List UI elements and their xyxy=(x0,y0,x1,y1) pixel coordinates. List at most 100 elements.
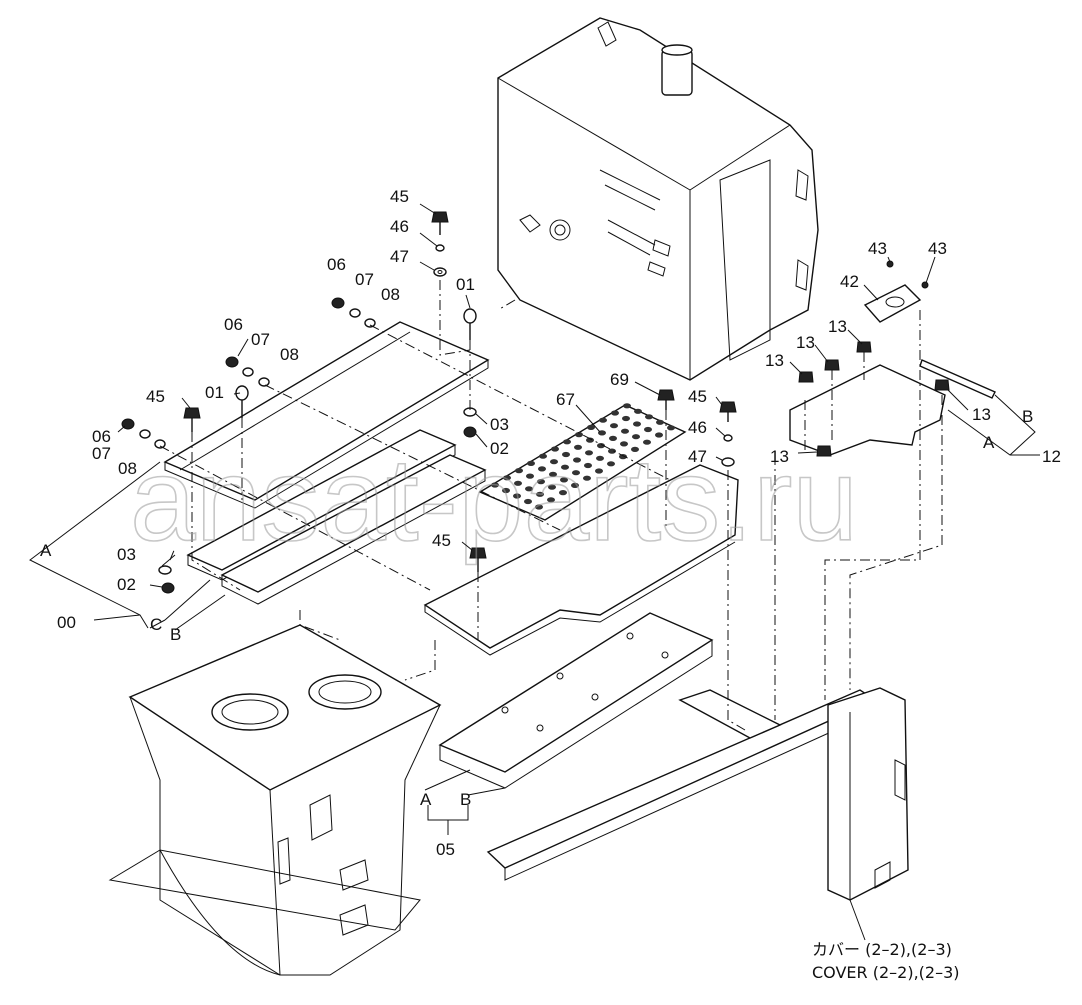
mat-perforation xyxy=(560,477,568,483)
mat-perforation xyxy=(527,460,535,466)
mat-perforation xyxy=(611,410,619,416)
callout-08: 08 xyxy=(381,285,400,304)
mat-perforation xyxy=(667,425,675,431)
mat-perforation xyxy=(574,444,582,450)
mat-perforation xyxy=(515,468,523,474)
callout-07: 07 xyxy=(251,330,270,349)
callout-labels: 45 46 47 01 06 07 08 06 07 08 01 45 06 0… xyxy=(40,187,1061,859)
mat-perforation xyxy=(634,408,642,414)
mat-perforation xyxy=(622,415,630,422)
watermark-text: ansat-parts.ru xyxy=(130,434,858,566)
callout-13: 13 xyxy=(972,405,991,424)
mat-perforation xyxy=(549,471,557,477)
mat-perforation xyxy=(620,441,628,447)
mat-perforation xyxy=(631,446,639,452)
mat-perforation xyxy=(559,490,567,496)
mat-perforation xyxy=(609,435,617,441)
callout-02: 02 xyxy=(490,439,509,458)
callout-B: B xyxy=(170,625,181,644)
mat-perforation xyxy=(538,466,546,472)
mat-perforation xyxy=(562,451,570,458)
right-side-cover xyxy=(827,687,909,901)
mat-perforation xyxy=(583,475,591,481)
mat-perforation xyxy=(537,479,545,485)
mat-perforation xyxy=(596,455,604,461)
mat-perforation xyxy=(550,459,558,465)
fasteners xyxy=(121,211,950,594)
callout-42: 42 xyxy=(840,272,859,291)
mat-perforation xyxy=(587,424,595,430)
callout-13: 13 xyxy=(765,351,784,370)
callout-C: C xyxy=(150,615,162,634)
callout-47: 47 xyxy=(688,447,707,466)
callout-46: 46 xyxy=(390,217,409,236)
mat-perforation xyxy=(575,432,583,438)
mat-perforation xyxy=(595,468,603,474)
mat-perforation xyxy=(573,457,581,463)
mat-perforation xyxy=(643,439,651,445)
callout-08: 08 xyxy=(118,459,137,478)
callout-07: 07 xyxy=(92,444,111,463)
mat-perforation xyxy=(655,432,663,438)
mat-perforation xyxy=(607,461,615,467)
lower-tank-body xyxy=(108,624,442,976)
center-plate xyxy=(423,464,739,656)
mat-perforation xyxy=(563,439,571,445)
mat-perforation xyxy=(503,475,511,481)
mat-perforation xyxy=(536,491,544,497)
callout-A: A xyxy=(983,433,995,452)
foam-strips xyxy=(186,429,487,605)
callout-06: 06 xyxy=(92,427,111,446)
mat-perforation xyxy=(645,414,653,420)
callout-03: 03 xyxy=(117,545,136,564)
callout-02: 02 xyxy=(117,575,136,594)
mat-perforation xyxy=(502,487,510,494)
callout-43: 43 xyxy=(868,239,887,258)
callout-05: 05 xyxy=(436,840,455,859)
mat-perforation xyxy=(513,493,521,499)
caption-japanese: カバー (2–2),(2–3) xyxy=(812,940,952,959)
caption-english: COVER (2–2),(2–3) xyxy=(812,963,960,982)
mat-perforation xyxy=(633,421,641,427)
mat-perforation xyxy=(586,437,594,443)
callout-13: 13 xyxy=(796,333,815,352)
mat-perforation xyxy=(656,419,664,425)
callout-13: 13 xyxy=(828,317,847,336)
mat-perforation xyxy=(644,426,652,433)
mat-perforation xyxy=(623,403,631,409)
callout-01: 01 xyxy=(205,383,224,402)
mat-perforation xyxy=(514,480,522,486)
mat-perforation xyxy=(491,482,499,488)
callout-43: 43 xyxy=(928,239,947,258)
mat-perforation xyxy=(610,423,618,429)
leader-lines xyxy=(29,203,1040,941)
mat-perforation xyxy=(526,473,534,479)
callout-13: 13 xyxy=(770,447,789,466)
callout-B: B xyxy=(1022,407,1033,426)
mat-perforation xyxy=(571,482,579,488)
mat-perforation xyxy=(548,484,556,490)
callout-07: 07 xyxy=(355,270,374,289)
mat-perforation xyxy=(584,462,592,469)
callout-00: 00 xyxy=(57,613,76,632)
mat-perforation xyxy=(619,454,627,460)
callout-01: 01 xyxy=(456,275,475,294)
perforated-mat xyxy=(478,403,687,521)
mat-perforation xyxy=(608,448,616,454)
callout-45: 45 xyxy=(390,187,409,206)
mat-perforation xyxy=(585,450,593,456)
callout-45: 45 xyxy=(432,531,451,550)
mat-perforation xyxy=(539,453,547,459)
callout-03: 03 xyxy=(490,415,509,434)
mat-perforation xyxy=(621,428,629,434)
mat-perforation xyxy=(572,470,580,476)
callout-A: A xyxy=(420,790,432,809)
callout-47: 47 xyxy=(390,247,409,266)
callout-69: 69 xyxy=(610,370,629,389)
alignment-lines xyxy=(159,280,943,731)
callout-06: 06 xyxy=(224,315,243,334)
top-cover-plate xyxy=(163,321,490,509)
callout-45: 45 xyxy=(146,387,165,406)
right-bracket-plate xyxy=(789,284,996,456)
